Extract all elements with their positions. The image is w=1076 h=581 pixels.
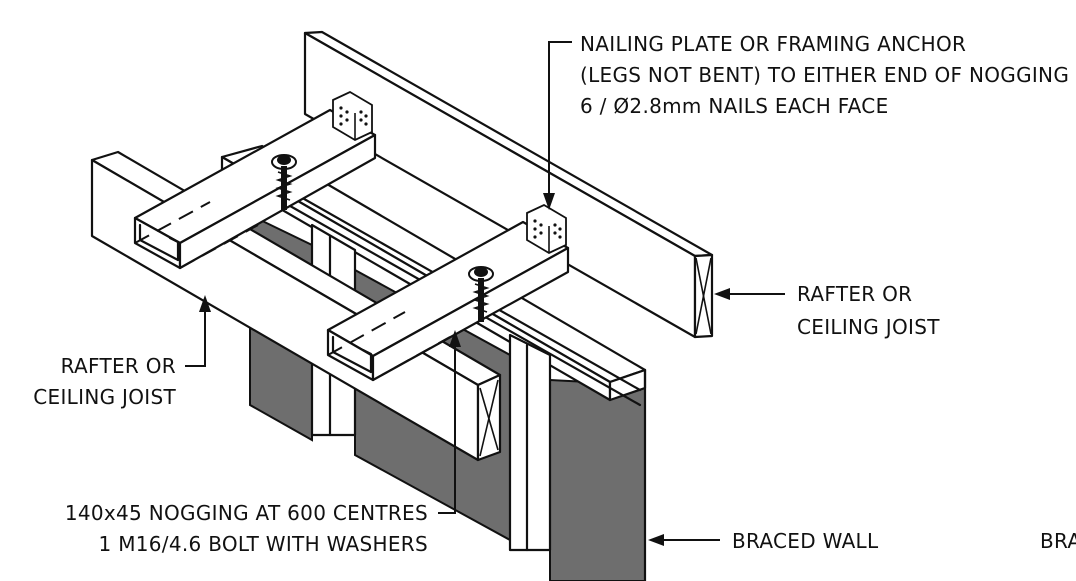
nailing-plate-left <box>332 90 373 142</box>
stud-2 <box>508 333 552 552</box>
leader-rafter-left <box>185 295 211 367</box>
label-braced-wall: BRACED WALL <box>732 529 879 553</box>
leader-rafter-right <box>714 288 785 300</box>
nogging-left <box>133 108 377 270</box>
bolt-right <box>468 266 494 322</box>
label-nailing-plate-1: NAILING PLATE OR FRAMING ANCHOR <box>580 32 966 56</box>
leader-braced-wall <box>648 534 720 546</box>
leader-nailing-plate <box>543 41 572 210</box>
nailing-plate-right <box>526 203 567 255</box>
label-rafter-right-1: RAFTER OR <box>797 282 912 306</box>
label-braced-wall-cut: BRA <box>1040 529 1076 553</box>
nogging-right <box>326 220 570 382</box>
label-nogging-2: 1 M16/4.6 BOLT WITH WASHERS <box>99 532 428 556</box>
label-nogging-1: 140x45 NOGGING AT 600 CENTRES <box>65 501 428 525</box>
rear-rafter <box>303 30 714 339</box>
bolt-left <box>271 154 297 210</box>
label-rafter-right-2: CEILING JOIST <box>797 315 940 339</box>
wall-lining-right <box>549 378 646 581</box>
label-nailing-plate-2: (LEGS NOT BENT) TO EITHER END OF NOGGING <box>580 63 1069 87</box>
label-rafter-left-2: CEILING JOIST <box>33 385 176 409</box>
label-rafter-left-1: RAFTER OR <box>61 354 176 378</box>
label-nailing-plate-3: 6 / Ø2.8mm NAILS EACH FACE <box>580 94 889 118</box>
leader-nogging <box>438 330 461 514</box>
